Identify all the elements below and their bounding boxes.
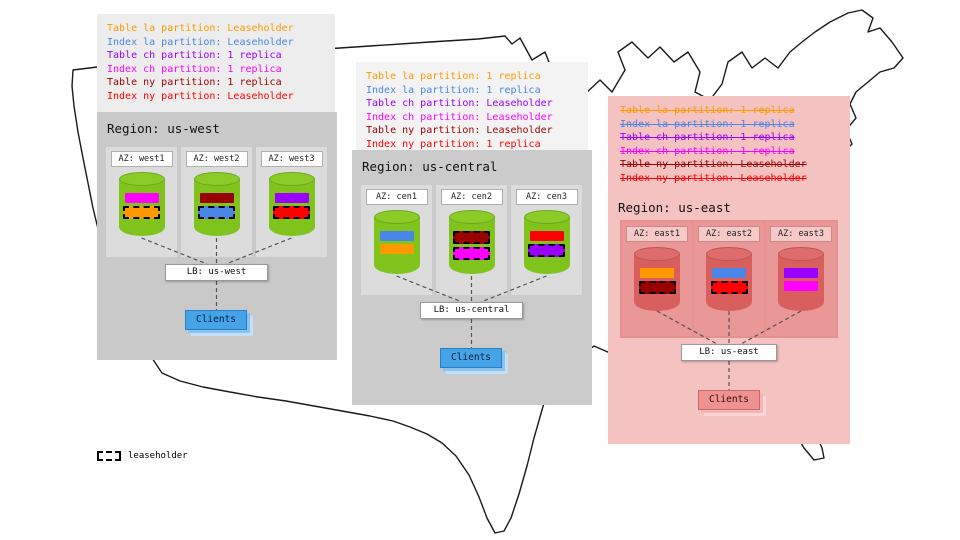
leaseholder-swatch-icon: [97, 451, 121, 461]
region-us-central: Region: us-central AZ: cen1 AZ: cen2: [352, 150, 592, 405]
az-cen3: AZ: cen3: [511, 185, 582, 295]
replica-bar: [123, 206, 160, 219]
replica-bar: [453, 231, 490, 244]
replica-bar: [199, 193, 234, 203]
region-title: Region: us-central: [362, 159, 498, 174]
clients-box: Clients: [440, 348, 502, 368]
legend-line: Index ch partition: 1 replica: [620, 145, 795, 157]
az-label: AZ: west1: [110, 151, 173, 167]
az-west3: AZ: west3: [256, 147, 327, 257]
az-row: AZ: west1 AZ: west2 AZ: west3: [106, 147, 327, 257]
replica-bar: [529, 231, 564, 241]
replica-bar: [638, 281, 676, 294]
legend-line: Table ch partition: 1 replica: [620, 132, 795, 143]
az-row: AZ: east1 AZ: east2 AZ: east3: [620, 220, 838, 338]
legend-line: Table ch partition: Leaseholder: [366, 98, 553, 109]
database-node-icon: [118, 172, 165, 236]
database-node-icon: [523, 210, 570, 274]
legend-line: Index la partition: 1 replica: [620, 118, 795, 130]
database-node-icon: [634, 247, 680, 311]
replica-bar: [640, 268, 674, 278]
load-balancer: LB: us-central: [420, 302, 523, 319]
legend-line: Table ny partition: Leaseholder: [366, 125, 553, 136]
legend-line: Table la partition: Leaseholder: [107, 23, 294, 34]
legend-line: Index la partition: 1 replica: [366, 84, 541, 96]
database-node-icon: [706, 247, 752, 311]
region-us-east: Table la partition: 1 replica Index la p…: [608, 96, 850, 444]
replica-bar: [274, 193, 309, 203]
az-east3: AZ: east3: [766, 222, 836, 336]
az-west1: AZ: west1: [106, 147, 177, 257]
region-title: Region: us-west: [107, 121, 220, 136]
legend-line: Index la partition: Leaseholder: [107, 36, 294, 48]
replica-bar: [453, 247, 490, 260]
az-label: AZ: east1: [626, 226, 688, 242]
az-label: AZ: east2: [698, 226, 760, 242]
az-cen1: AZ: cen1: [361, 185, 432, 295]
clients-box: Clients: [185, 310, 247, 330]
leaseholder-key: leaseholder: [97, 451, 188, 461]
database-node-icon: [193, 172, 240, 236]
legend-us-west: Table la partition: Leaseholder Index la…: [97, 14, 335, 112]
az-label: AZ: west3: [260, 151, 323, 167]
clients-box: Clients: [698, 390, 760, 410]
legend-us-central: Table la partition: 1 replica Index la p…: [356, 62, 588, 160]
az-cen2: AZ: cen2: [436, 185, 507, 295]
legend-line: Table ny partition: 1 replica: [107, 77, 282, 88]
az-east1: AZ: east1: [622, 222, 692, 336]
az-label: AZ: cen3: [515, 189, 578, 205]
database-node-icon: [448, 210, 495, 274]
replica-bar: [198, 206, 235, 219]
az-west2: AZ: west2: [181, 147, 252, 257]
replica-bar: [124, 193, 159, 203]
az-label: AZ: west2: [185, 151, 248, 167]
database-node-icon: [778, 247, 824, 311]
load-balancer: LB: us-east: [681, 344, 777, 361]
az-label: AZ: cen1: [365, 189, 428, 205]
az-label: AZ: east3: [770, 226, 832, 242]
legend-line: Index ny partition: Leaseholder: [620, 172, 807, 184]
legend-line: Table ch partition: 1 replica: [107, 50, 282, 61]
database-node-icon: [268, 172, 315, 236]
legend-line: Table la partition: 1 replica: [366, 71, 541, 82]
leaseholder-key-label: leaseholder: [128, 451, 188, 461]
legend-line: Index ny partition: Leaseholder: [107, 90, 294, 102]
region-title: Region: us-east: [618, 200, 731, 215]
az-east2: AZ: east2: [694, 222, 764, 336]
replica-bar: [273, 206, 310, 219]
az-row: AZ: cen1 AZ: cen2 AZ: cen3: [361, 185, 582, 295]
replica-bar: [379, 244, 414, 254]
replica-bar: [710, 281, 748, 294]
legend-line: Index ny partition: 1 replica: [366, 138, 541, 150]
replica-bar: [784, 281, 818, 291]
legend-us-east: Table la partition: 1 replica Index la p…: [620, 104, 842, 185]
replica-bar: [784, 268, 818, 278]
region-us-west: Region: us-west AZ: west1 AZ: west2: [97, 112, 337, 360]
legend-line: Index ch partition: 1 replica: [107, 63, 282, 75]
database-node-icon: [373, 210, 420, 274]
legend-line: Index ch partition: Leaseholder: [366, 111, 553, 123]
az-label: AZ: cen2: [440, 189, 503, 205]
legend-line: Table ny partition: Leaseholder: [620, 159, 807, 170]
replica-bar: [379, 231, 414, 241]
load-balancer: LB: us-west: [165, 264, 268, 281]
replica-bar: [712, 268, 746, 278]
replica-bar: [528, 244, 565, 257]
legend-line: Table la partition: 1 replica: [620, 105, 795, 116]
